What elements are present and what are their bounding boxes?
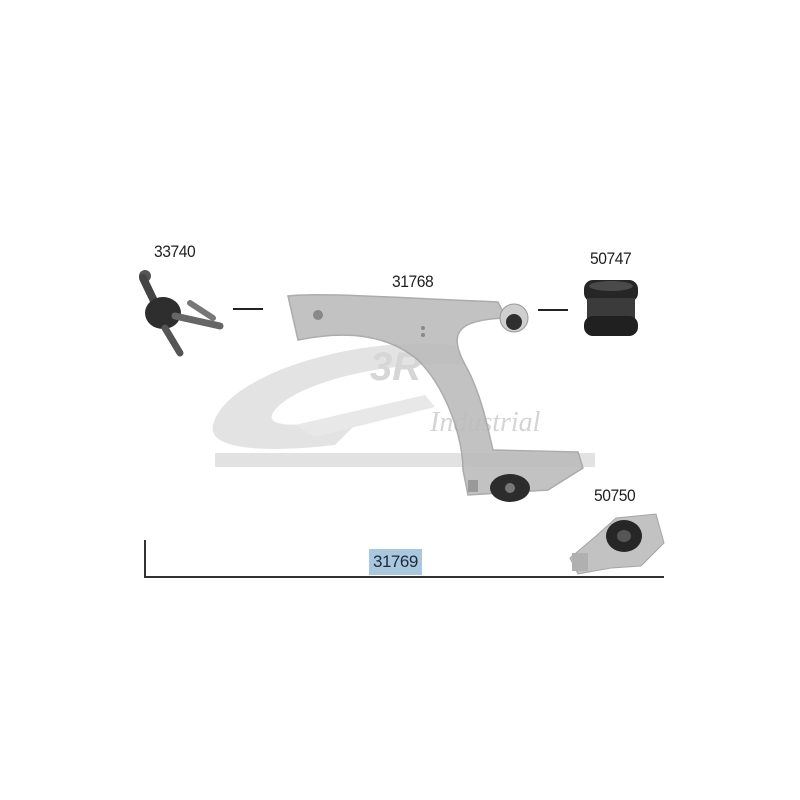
kit-bracket-left bbox=[144, 540, 146, 578]
front-bushing-icon bbox=[584, 280, 638, 336]
connector-ball-joint bbox=[233, 308, 263, 310]
connector-front-bushing bbox=[538, 309, 568, 311]
kit-code-label[interactable]: 31769 bbox=[369, 549, 422, 575]
part-label-ball-joint: 33740 bbox=[154, 242, 196, 261]
kit-bracket-baseline bbox=[144, 576, 664, 578]
part-label-front-bushing: 50747 bbox=[590, 249, 632, 268]
rear-bushing-icon bbox=[569, 513, 665, 575]
part-label-control-arm: 31768 bbox=[392, 272, 434, 291]
control-arm-icon bbox=[287, 293, 584, 502]
part-label-rear-bushing: 50750 bbox=[594, 486, 636, 505]
ball-joint-icon bbox=[139, 270, 224, 357]
